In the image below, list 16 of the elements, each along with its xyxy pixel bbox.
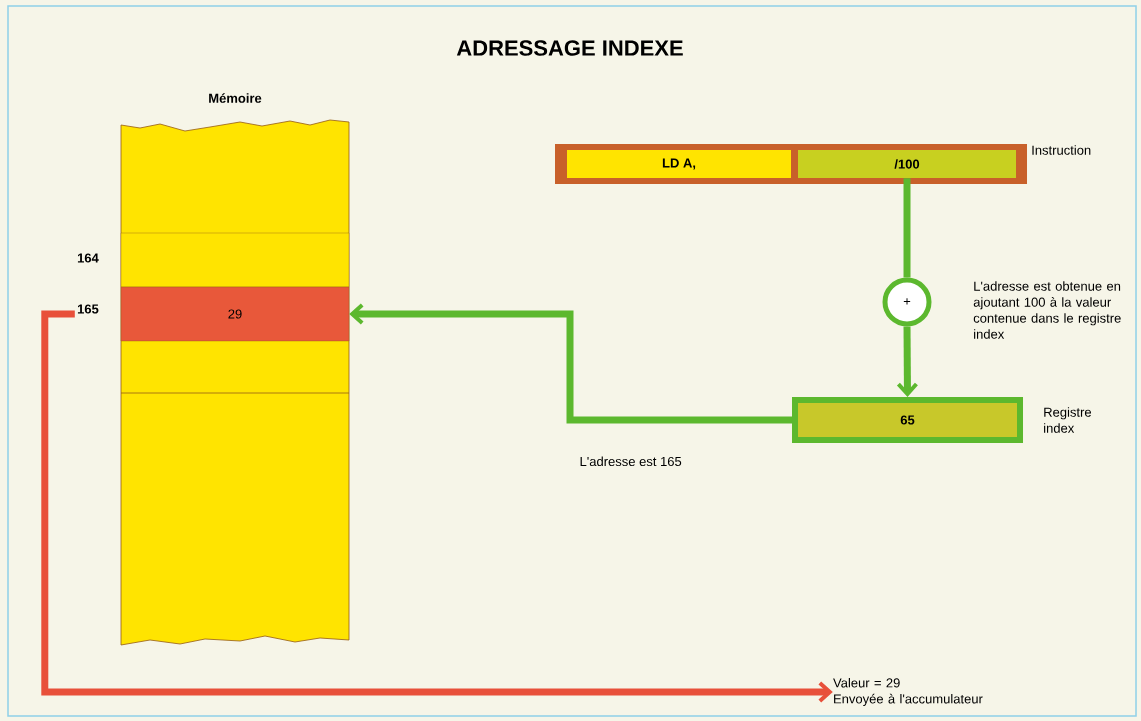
opcode-field: LD A,: [567, 150, 791, 178]
title: ADRESSAGE INDEXE: [456, 40, 683, 56]
result-text: Valeur = 29 Envoyée à l'accumulateur: [833, 677, 983, 707]
node-label: Mémoire: [209, 93, 262, 103]
memory-cell: 29: [120, 286, 350, 342]
address-number: 164: [77, 253, 99, 263]
box-caption: Instruction: [1032, 145, 1091, 155]
arrow: [349, 303, 792, 424]
register-box: 65: [792, 397, 1023, 443]
address-number: 165: [77, 304, 99, 314]
memory-cell: [120, 232, 350, 288]
arrow: [896, 326, 918, 397]
operand-field: /100: [798, 150, 1016, 178]
box-caption: Registre index: [1044, 407, 1092, 433]
edge-label: L'adresse est 165: [580, 456, 682, 467]
note-text: L'adresse est obtenue en ajoutant 100 à la valeur contenue dans le registre index: [973, 281, 1121, 339]
